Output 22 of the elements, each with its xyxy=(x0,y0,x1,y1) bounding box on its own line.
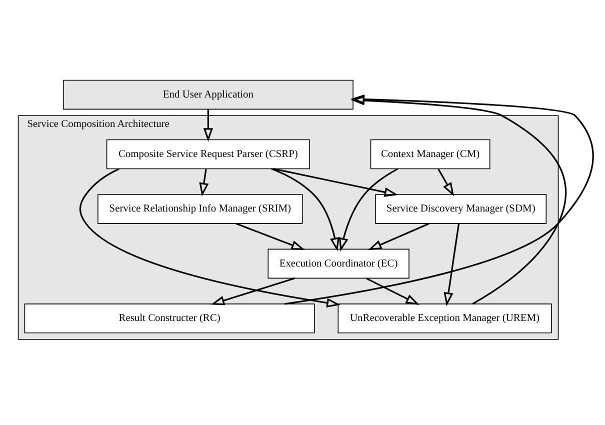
arrow xyxy=(210,276,296,305)
arrow xyxy=(368,222,430,250)
arrow xyxy=(366,277,420,304)
arrow xyxy=(284,94,594,304)
arrow xyxy=(444,223,460,306)
arrow xyxy=(199,168,209,196)
arrow xyxy=(271,168,340,251)
node-box: UnRecoverable Exception Manager (UREM) xyxy=(338,303,552,333)
arrow xyxy=(236,222,305,250)
arrow xyxy=(79,168,340,308)
node-box: Service Discovery Manager (SDM) xyxy=(375,194,547,224)
arrow xyxy=(438,168,454,196)
node-box: Result Constructer (RC) xyxy=(24,303,315,333)
arrow xyxy=(273,168,398,196)
arrow xyxy=(338,168,398,252)
node-box: Context Manager (CM) xyxy=(370,138,490,169)
arrow xyxy=(203,108,213,142)
node-box: End User Application xyxy=(62,79,354,110)
arrow xyxy=(350,95,567,304)
node-box: Composite Service Request Parser (CSRP) xyxy=(106,138,310,169)
node-box: Execution Coordinator (EC) xyxy=(268,248,410,278)
node-box: Service Relationship Info Manager (SRIM) xyxy=(98,194,303,224)
